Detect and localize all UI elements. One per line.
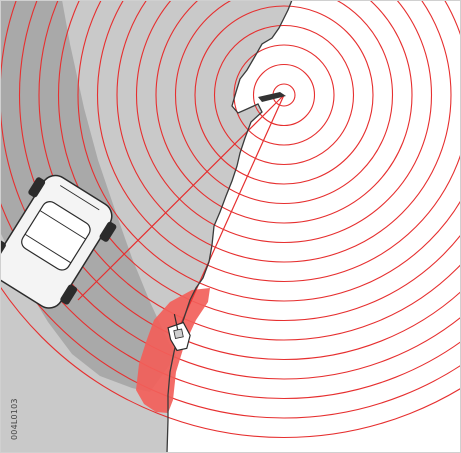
wave-rings <box>0 0 461 438</box>
wave-ring <box>252 63 316 127</box>
ray-to-car <box>77 94 285 301</box>
wave-ring <box>233 44 335 146</box>
wave-ring <box>0 200 461 399</box>
car-wheel-front-left <box>28 177 46 198</box>
car-wheel-rear-right <box>60 284 78 305</box>
wave-ring <box>0 247 461 419</box>
wave-ring <box>97 0 461 282</box>
boat-mast <box>173 314 179 330</box>
wave-ring <box>0 0 461 380</box>
ray-to-boat <box>177 94 285 331</box>
car-rear-window <box>24 233 72 264</box>
wave-ring <box>38 0 461 341</box>
wave-ring <box>155 0 413 224</box>
boat-icon <box>167 314 191 352</box>
car-icon <box>0 174 117 309</box>
car-roof <box>21 201 91 271</box>
wave-ring <box>19 0 461 360</box>
figure-code-label: 004L0103 <box>10 398 19 440</box>
car-wheel-rear-left <box>0 240 6 261</box>
wave-ring <box>77 0 461 302</box>
signal-rays <box>77 94 285 331</box>
car-windshield <box>39 210 86 240</box>
boat-cabin <box>173 328 184 339</box>
car-wheel-front-right <box>99 221 117 242</box>
highlight-region <box>136 288 210 413</box>
wave-ring <box>174 0 394 205</box>
wave-ring <box>58 0 461 321</box>
focus-marker <box>258 92 286 102</box>
wave-ring <box>0 285 461 438</box>
car-hood-line <box>59 185 100 211</box>
wave-ring <box>194 5 374 185</box>
wave-ring <box>213 24 355 166</box>
wave-ring <box>135 0 433 244</box>
wave-ring <box>116 0 452 263</box>
